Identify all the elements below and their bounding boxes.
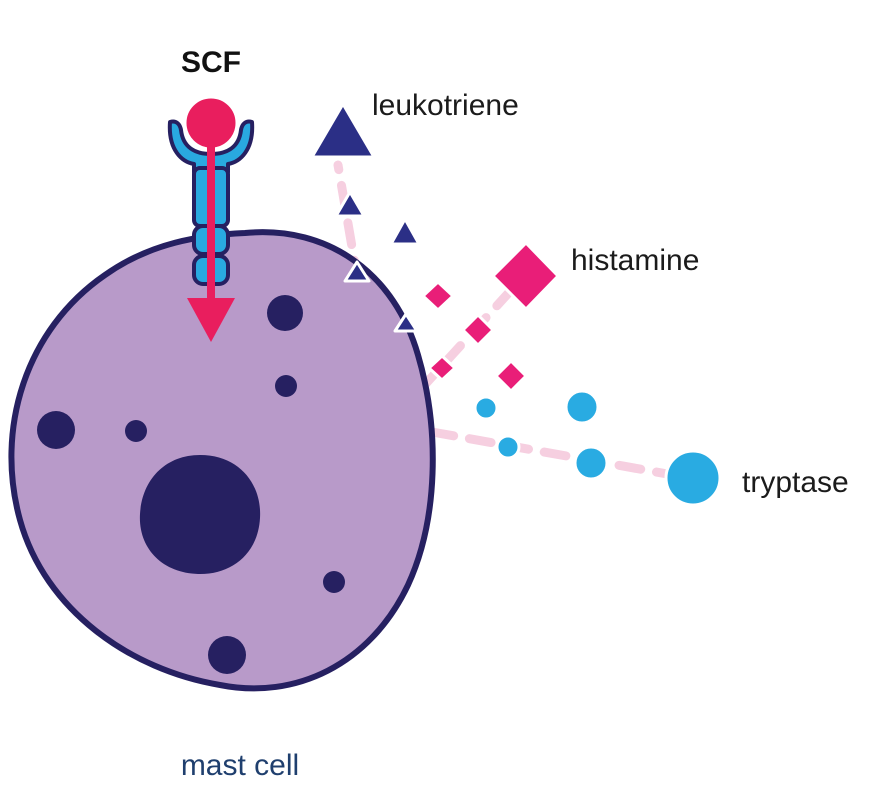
tryptase-circle [564, 389, 600, 425]
scf-label: SCF [181, 46, 241, 79]
leukotriene-triangle [334, 190, 366, 218]
granule [125, 420, 147, 442]
leukotriene-triangle [393, 312, 419, 333]
granule [323, 571, 345, 593]
granule [37, 411, 75, 449]
leukotriene-triangle-large [310, 102, 376, 159]
granule [267, 295, 303, 331]
cell-granules [37, 295, 345, 674]
nucleus [139, 455, 261, 575]
histamine-diamond [494, 359, 528, 393]
leukotriene-label: leukotriene [372, 89, 519, 122]
tryptase-molecules [473, 389, 722, 507]
histamine-diamond [461, 313, 495, 347]
tryptase-circle [495, 434, 521, 460]
tryptase-circle [473, 395, 499, 421]
granule [208, 636, 246, 674]
granule [275, 375, 297, 397]
histamine-molecules [421, 241, 560, 393]
histamine-diamond [421, 280, 455, 312]
tryptase-circle [573, 445, 609, 481]
histamine-diamond [427, 354, 457, 382]
mast-cell-label: mast cell [181, 749, 299, 782]
histamine-diamond-large [491, 241, 560, 311]
signal-arrow [187, 140, 235, 342]
tryptase-circle-large [664, 449, 722, 507]
leukotriene-triangle [343, 260, 371, 283]
leukotriene-triangle [389, 217, 421, 246]
histamine-label: histamine [571, 244, 699, 277]
leukotriene-molecules [310, 102, 421, 333]
receptor-binding-cup [167, 119, 255, 174]
tryptase-release-path [427, 427, 695, 483]
tryptase-label: tryptase [742, 466, 849, 499]
